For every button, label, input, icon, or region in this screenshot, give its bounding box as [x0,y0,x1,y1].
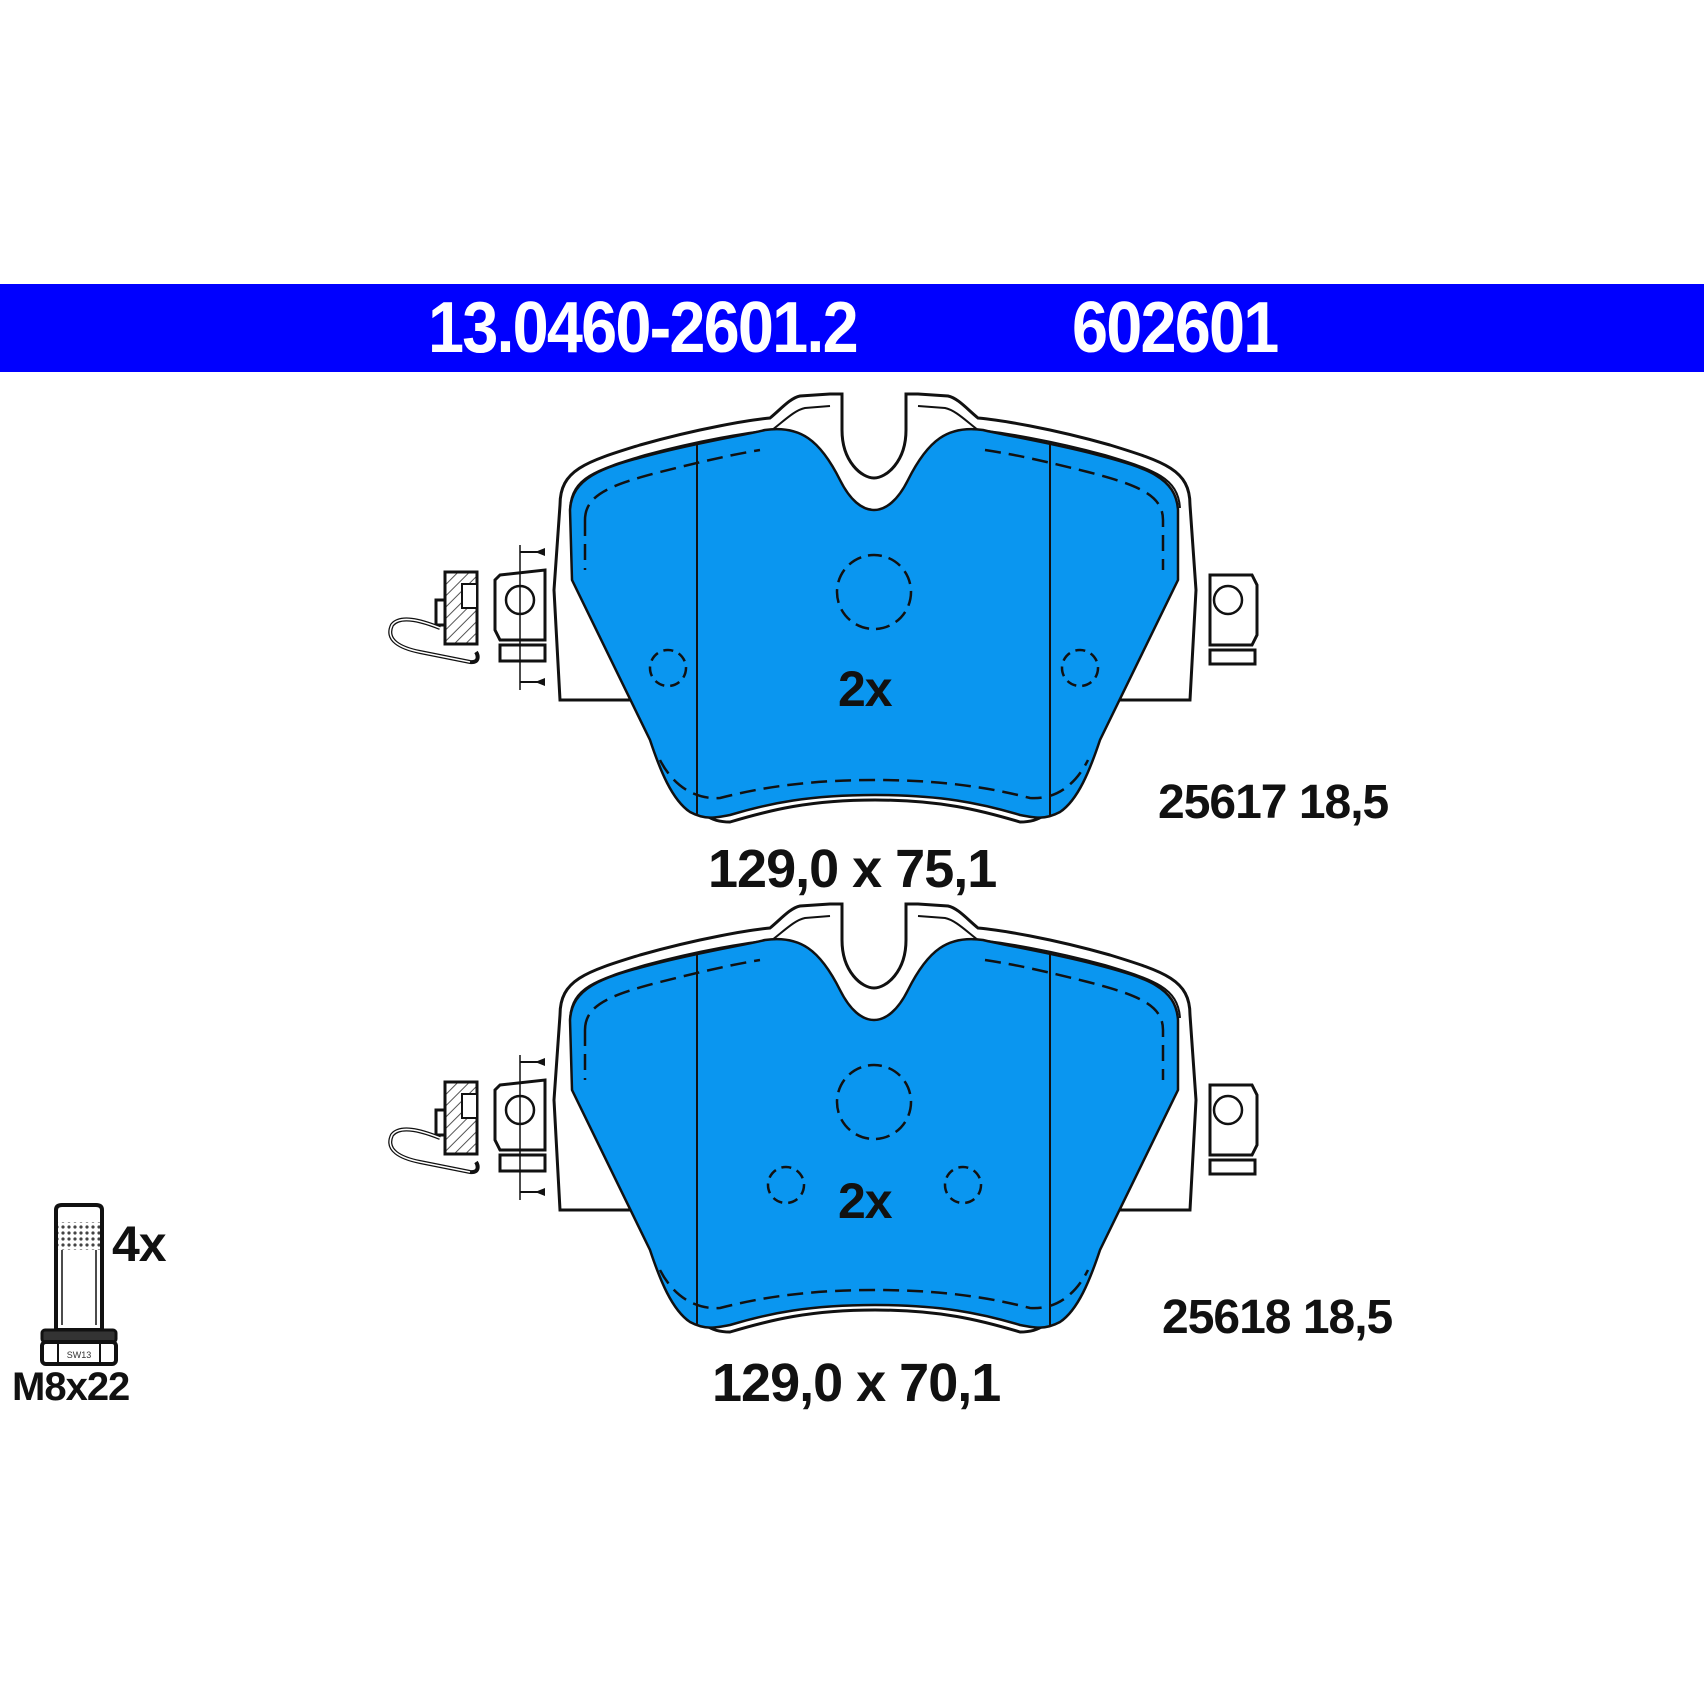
upper-pad-reference: 25617 18,5 [1158,776,1389,829]
bolt-quantity: 4x [112,1216,167,1272]
brake-pad-lower [388,902,1259,1334]
article-code: 602601 [1072,288,1279,368]
mounting-bolt-icon: SW13 [40,1203,118,1366]
header-banner: 13.0460-2601.2 602601 [0,284,1704,372]
lower-pad-quantity: 2x [838,1173,893,1229]
lower-pad-reference: 25618 18,5 [1162,1291,1393,1344]
lower-pad-dimensions: 129,0 x 70,1 [712,1353,1001,1413]
part-number: 13.0460-2601.2 [428,288,859,368]
bolt-size: M8x22 [12,1365,130,1409]
upper-pad-dimensions: 129,0 x 75,1 [708,839,997,899]
brake-pad-upper [388,392,1259,824]
upper-pad-quantity: 2x [838,661,893,717]
bolt-head-marking: SW13 [67,1350,92,1360]
